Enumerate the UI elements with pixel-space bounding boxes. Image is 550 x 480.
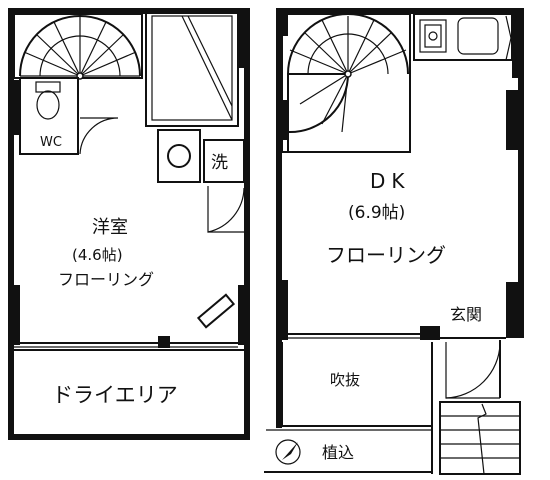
right-floor: DK (6.9帖) フローリング 玄関 吹抜 — [264, 8, 524, 475]
planting-label: 植込 — [322, 443, 354, 462]
dry-area: ドライエリア — [14, 349, 244, 407]
left-wall-bottom — [8, 434, 250, 440]
left-wall-top — [8, 8, 250, 14]
left-window — [14, 336, 238, 348]
dk-floor: フローリング — [326, 243, 446, 267]
kitchen-counter — [413, 13, 517, 61]
aircon-unit — [196, 293, 236, 329]
left-floor: WC 洗 洋室 (4.6帖) フローリング — [8, 8, 250, 440]
right-pillar-right-mid — [506, 90, 524, 150]
laundry-area: 洗 — [203, 139, 245, 183]
right-wall-left — [276, 8, 282, 428]
laundry-label: 洗 — [211, 153, 228, 173]
right-pillar-right-low — [506, 282, 524, 338]
western-room-floor: フローリング — [58, 270, 154, 289]
left-pillar-left-upper — [8, 80, 20, 135]
stove-icon — [419, 19, 447, 53]
spiral-stair-icon — [281, 13, 411, 153]
dry-area-label: ドライエリア — [52, 383, 178, 407]
spiral-stair-icon — [13, 13, 143, 80]
sink-icon — [457, 17, 499, 55]
western-room-size: (4.6帖) — [72, 246, 123, 264]
left-pillar-left-lower — [8, 285, 20, 345]
left-wall-left — [8, 8, 14, 440]
left-pillar-top-right — [238, 8, 250, 68]
right-pillar-top-right — [512, 8, 524, 78]
dk-label: DK — [370, 169, 411, 193]
laundry-door[interactable] — [207, 186, 245, 233]
atrium: 吹抜 — [281, 342, 433, 474]
wc-room: WC — [19, 77, 119, 155]
right-window — [282, 326, 506, 340]
planting-strip: 植込 — [264, 429, 432, 473]
wc-door[interactable] — [79, 117, 119, 155]
right-wall-top — [276, 8, 524, 14]
left-wall-right — [244, 8, 250, 440]
wc-label: WC — [40, 135, 62, 150]
left-pillar-right-lower — [238, 285, 250, 345]
washer-icon — [157, 129, 201, 183]
exterior-stairs — [439, 401, 521, 475]
entrance-label: 玄関 — [450, 305, 482, 324]
atrium-label: 吹抜 — [330, 371, 360, 389]
compass-icon — [275, 439, 301, 465]
western-room-label: 洋室 — [92, 217, 128, 238]
right-wall-right — [518, 8, 524, 338]
toilet-icon — [35, 81, 61, 120]
entrance-door[interactable] — [445, 342, 501, 399]
dk-size: (6.9帖) — [348, 203, 405, 223]
right-pillar-left-low — [276, 280, 288, 340]
bath-unit — [145, 9, 239, 127]
